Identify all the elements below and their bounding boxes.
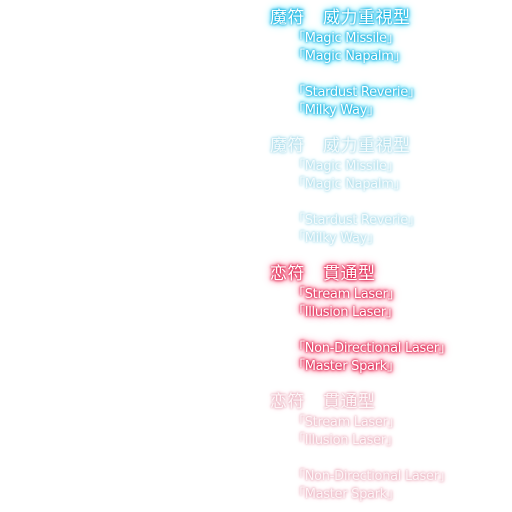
- card-name: 「Magic Napalm」: [292, 49, 407, 64]
- spell-name: 「Stardust Reverie」: [292, 85, 421, 100]
- shot-option-heading: 恋符貫通型: [270, 392, 510, 412]
- shot-option-title: 威力重視型: [323, 136, 411, 156]
- spell-name: 「Non-Directional Laser」: [292, 341, 452, 356]
- card-name: 「Illusion Laser」: [292, 305, 399, 320]
- shot-option-list: 「Stream Laser」 「Illusion Laser」 「Non-Dir…: [292, 414, 510, 504]
- shot-option-list: 「Magic Missile」 「Magic Napalm」 「Stardust…: [292, 158, 510, 248]
- card-name: 「Stream Laser」: [292, 415, 401, 430]
- card-name: 「Magic Missile」: [292, 31, 400, 46]
- spell-name: 「Milky Way」: [292, 103, 380, 118]
- shot-option-prefix: 恋符: [270, 264, 305, 284]
- shot-option-prefix: 恋符: [270, 392, 305, 412]
- spell-name: 「Master Spark」: [292, 359, 400, 374]
- shot-option-magic-sign-selected[interactable]: 魔符威力重視型 「Magic Missile」 「Magic Napalm」 「…: [270, 8, 510, 120]
- shot-option-heading: 魔符威力重視型: [270, 8, 510, 28]
- shot-option-list: 「Magic Missile」 「Magic Napalm」 「Stardust…: [292, 30, 510, 120]
- shot-option-love-sign[interactable]: 恋符貫通型 「Stream Laser」 「Illusion Laser」 「N…: [270, 392, 510, 504]
- shot-option-prefix: 魔符: [270, 136, 305, 156]
- shot-option-title: 貫通型: [323, 264, 376, 284]
- shot-option-prefix: 魔符: [270, 8, 305, 28]
- shot-option-list: 「Stream Laser」 「Illusion Laser」 「Non-Dir…: [292, 286, 510, 376]
- card-name: 「Magic Napalm」: [292, 177, 407, 192]
- spell-name: 「Stardust Reverie」: [292, 213, 421, 228]
- spell-name: 「Master Spark」: [292, 487, 400, 502]
- shot-option-love-sign-selected[interactable]: 恋符貫通型 「Stream Laser」 「Illusion Laser」 「N…: [270, 264, 510, 376]
- spell-name: 「Non-Directional Laser」: [292, 469, 452, 484]
- spell-name: 「Milky Way」: [292, 231, 380, 246]
- card-name: 「Stream Laser」: [292, 287, 401, 302]
- shot-option-title: 威力重視型: [323, 8, 411, 28]
- shot-option-heading: 魔符威力重視型: [270, 136, 510, 156]
- card-name: 「Magic Missile」: [292, 159, 400, 174]
- shot-option-magic-sign[interactable]: 魔符威力重視型 「Magic Missile」 「Magic Napalm」 「…: [270, 136, 510, 248]
- card-name: 「Illusion Laser」: [292, 433, 399, 448]
- shot-option-heading: 恋符貫通型: [270, 264, 510, 284]
- shot-option-title: 貫通型: [323, 392, 376, 412]
